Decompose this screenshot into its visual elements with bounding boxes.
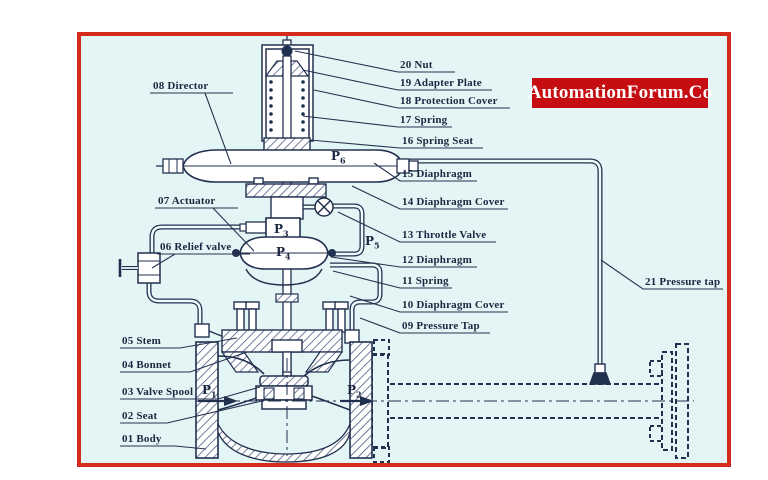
p5-base: P [365,234,375,248]
pressure-point-p6: P6 [331,149,346,165]
label-09-pressure-tap: 09 Pressure Tap [402,320,480,332]
label-10-diaphragm-cover: 10 Diaphragm Cover [402,299,505,311]
label-04-bonnet: 04 Bonnet [122,359,172,371]
label-02-seat: 02 Seat [122,410,158,422]
label-19-adapter-plate: 19 Adapter Plate [400,77,482,89]
label-20-nut: 20 Nut [400,59,433,71]
pressure-point-p5: P5 [365,234,380,250]
label-01-body: 01 Body [122,433,162,445]
pressure-point-p4: P4 [276,245,291,261]
p2-base: P [347,383,357,397]
p1-base: P [202,383,212,397]
p2-sub: 2 [356,389,362,400]
logo-text: AutomationForum.Co [527,82,713,103]
label-08-director: 08 Director [153,80,209,92]
p6-base: P [331,149,341,163]
pressure-point-p3: P3 [274,222,289,238]
p5-sub: 5 [374,240,380,251]
p4-base: P [276,245,286,259]
label-13-throttle-valve: 13 Throttle Valve [402,229,487,241]
label-05-stem: 05 Stem [122,335,161,347]
label-07-actuator: 07 Actuator [158,195,216,207]
logo-badge: AutomationForum.Co [528,78,712,108]
p4-sub: 4 [285,251,291,262]
label-15-diaphragm: 15 Diaphragm [402,168,472,180]
label-14-diaphragm-cover: 14 Diaphragm Cover [402,196,505,208]
pressure-point-p2: P2 [347,383,362,399]
label-12-diaphragm: 12 Diaphragm [402,254,472,266]
p6-sub: 6 [340,155,346,166]
p3-base: P [274,222,284,236]
label-21-pressure-tap: 21 Pressure tap [645,276,721,288]
label-18-protection-cover: 18 Protection Cover [400,95,498,107]
label-03-valve-spool: 03 Valve Spool [122,386,194,398]
label-16-spring-seat: 16 Spring Seat [402,135,474,147]
label-11-spring: 11 Spring [402,275,449,287]
label-06-relief-valve: 06 Relief valve [160,241,232,253]
label-17-spring: 17 Spring [400,114,448,126]
pressure-point-p1: P1 [202,383,217,399]
p1-sub: 1 [211,389,217,400]
p3-sub: 3 [283,228,289,239]
